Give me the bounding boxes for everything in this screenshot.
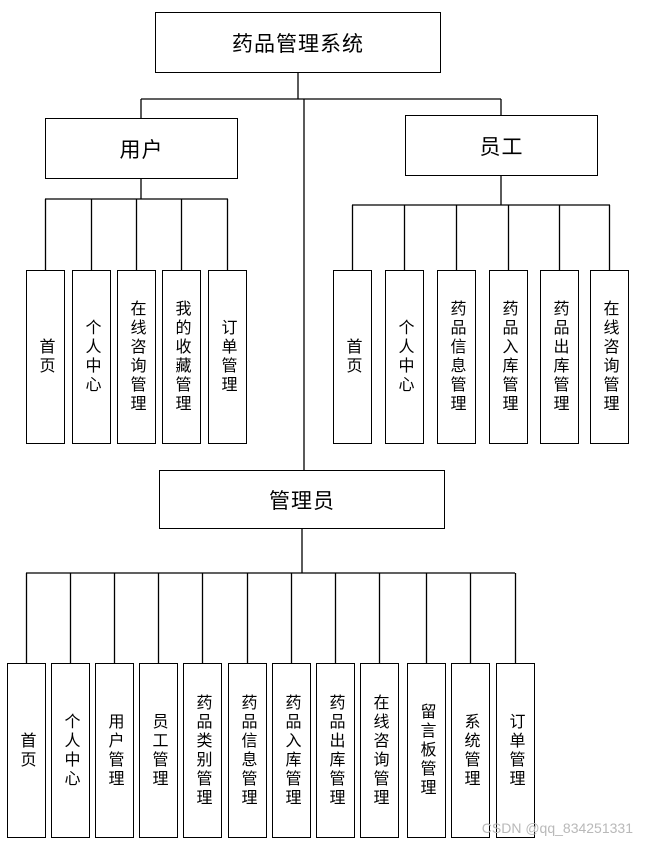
staff-module-2: 个人中心 [385,270,424,444]
staff-module-label: 药品入库管理 [499,300,519,414]
admin-module-4: 员工管理 [139,663,178,838]
admin-module-12: 订单管理 [496,663,535,838]
staff-module-label: 个人中心 [395,319,415,395]
user-label: 用户 [119,137,164,162]
admin-module-label: 留言板管理 [417,703,437,798]
admin-module-label: 员工管理 [149,712,169,789]
admin-module-label: 药品信息管理 [238,693,258,808]
admin-module-2: 个人中心 [51,663,90,838]
staff-module-6: 在线咨询管理 [590,270,629,444]
admin-module-label: 系统管理 [461,712,481,789]
user-module-label: 首页 [36,338,56,376]
staff-module-4: 药品入库管理 [489,270,528,444]
user-module-3: 在线咨询管理 [117,270,156,444]
staff-node: 员工 [405,115,598,176]
staff-module-label: 药品出库管理 [550,300,570,414]
admin-module-label: 用户管理 [105,712,125,789]
admin-module-1: 首页 [7,663,46,838]
staff-module-3: 药品信息管理 [437,270,476,444]
admin-module-11: 系统管理 [451,663,490,838]
user-module-label: 我的收藏管理 [172,300,192,414]
admin-module-3: 用户管理 [95,663,134,838]
admin-module-label: 药品入库管理 [282,693,302,808]
user-module-1: 首页 [26,270,65,444]
admin-module-6: 药品信息管理 [228,663,267,838]
watermark: CSDN @qq_834251331 [481,820,633,836]
user-module-label: 在线咨询管理 [127,300,147,414]
staff-label: 员工 [479,134,524,159]
user-module-label: 订单管理 [218,319,238,395]
user-module-4: 我的收藏管理 [162,270,201,444]
user-module-label: 个人中心 [82,319,102,395]
admin-node: 管理员 [159,470,445,529]
root-label: 药品管理系统 [232,31,364,56]
staff-module-label: 药品信息管理 [447,300,467,414]
root-node: 药品管理系统 [155,12,441,73]
admin-module-label: 药品出库管理 [326,693,346,808]
admin-module-label: 药品类别管理 [193,693,213,808]
user-module-2: 个人中心 [72,270,111,444]
admin-module-7: 药品入库管理 [272,663,311,838]
staff-module-label: 首页 [343,338,363,376]
staff-module-label: 在线咨询管理 [600,300,620,414]
staff-module-1: 首页 [333,270,372,444]
admin-label: 管理员 [269,488,335,513]
admin-module-label: 个人中心 [61,712,81,789]
admin-module-label: 在线咨询管理 [370,693,390,808]
admin-module-8: 药品出库管理 [316,663,355,838]
staff-module-5: 药品出库管理 [540,270,579,444]
user-node: 用户 [45,118,238,179]
admin-module-5: 药品类别管理 [183,663,222,838]
admin-module-label: 订单管理 [506,712,526,789]
admin-module-label: 首页 [17,731,37,770]
admin-module-9: 在线咨询管理 [360,663,399,838]
admin-module-10: 留言板管理 [407,663,446,838]
user-module-5: 订单管理 [208,270,247,444]
